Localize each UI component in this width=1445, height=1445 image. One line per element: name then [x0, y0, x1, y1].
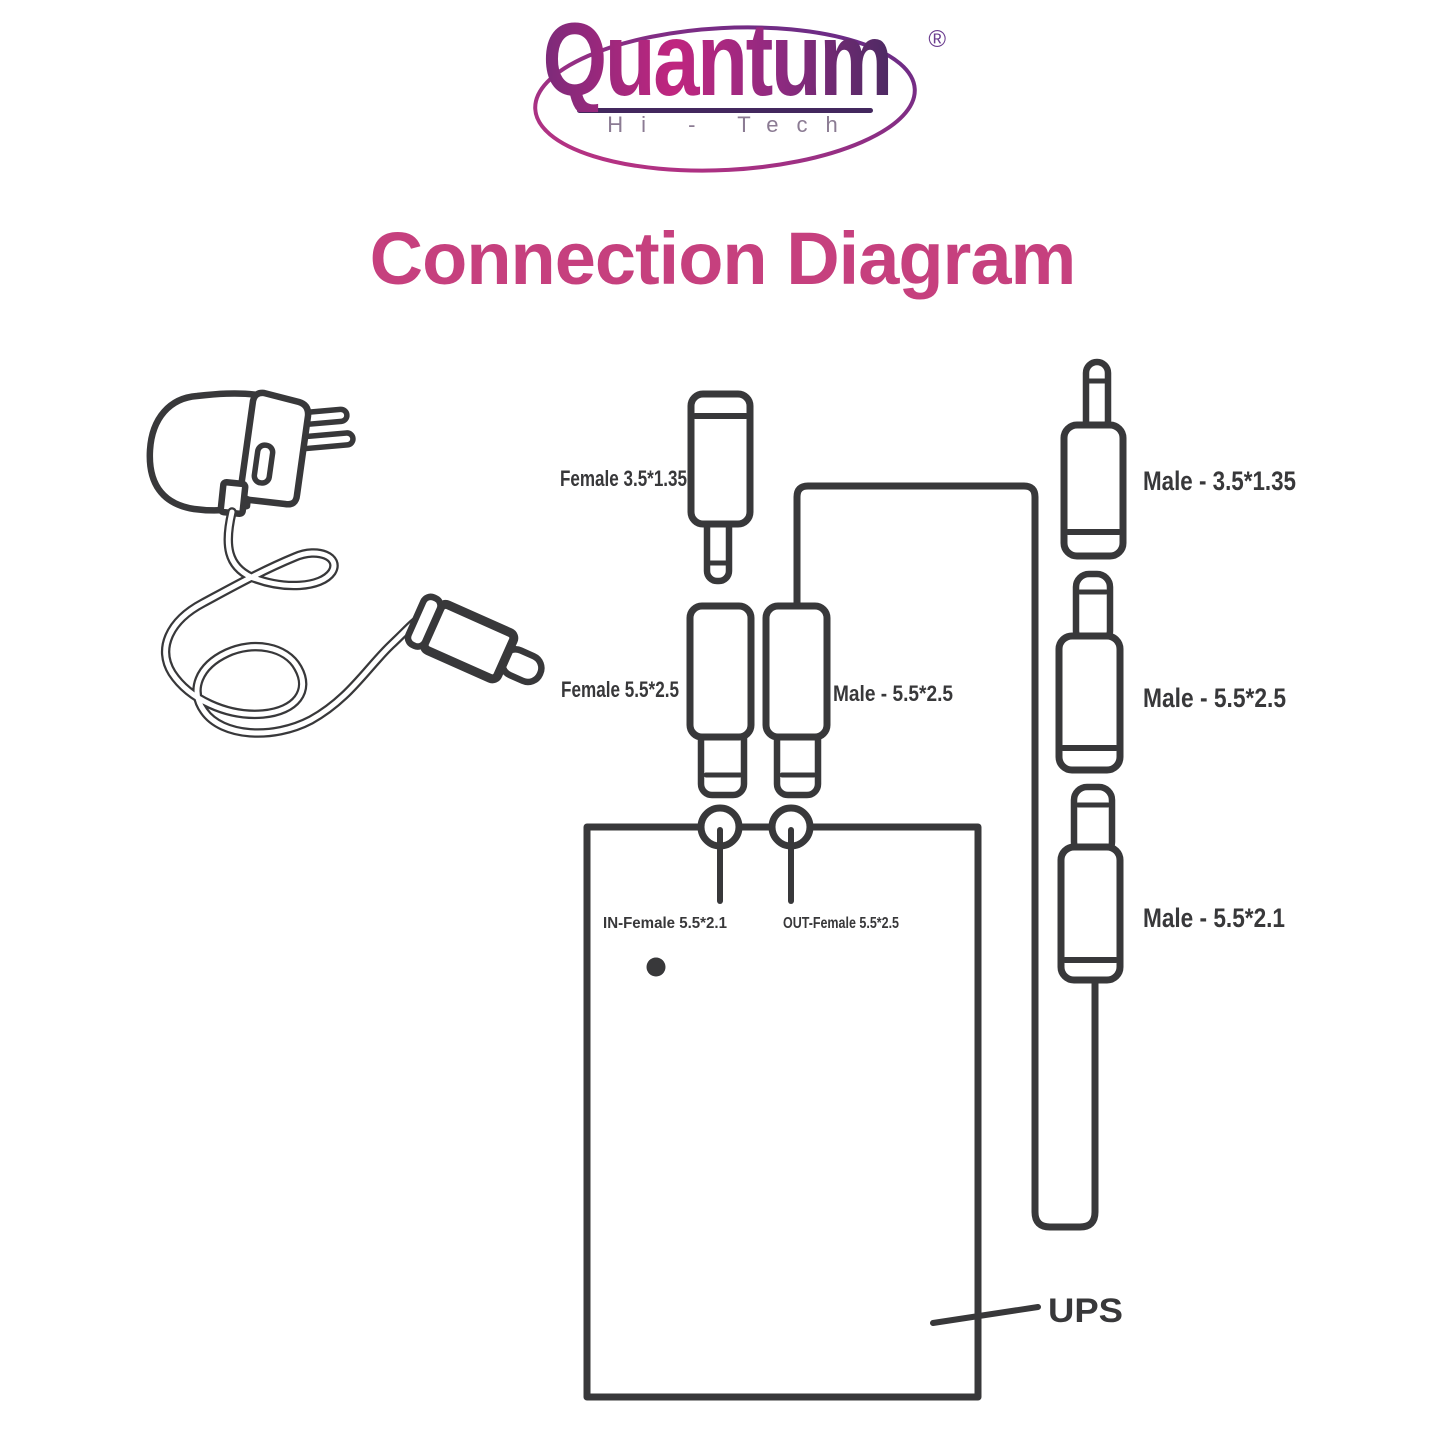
male-5.5-mid-body	[762, 602, 831, 741]
adapter-slot	[251, 442, 276, 486]
logo-ellipse-swoosh	[532, 25, 917, 173]
male-5.5x2.5-connector	[1055, 570, 1124, 774]
male-5.5x2.5-mid-connector	[762, 602, 831, 799]
label-female-5.5x2.5: Female 5.5*2.5	[561, 677, 679, 702]
ups-leader-line	[930, 1304, 1041, 1326]
ups-box	[583, 823, 982, 1401]
adapter-cord-inner	[163, 509, 427, 736]
male-5.5x2.1-connector	[1057, 783, 1124, 984]
label-male-5.5x2.1: Male - 5.5*2.1	[1143, 903, 1285, 933]
ups-led-indicator	[646, 957, 666, 977]
female-3.5x1.35-connector	[687, 390, 754, 585]
logo-swoosh-graphic	[532, 25, 917, 173]
label-male-5.5x2.5-mid: Male - 5.5*2.5	[833, 681, 953, 706]
label-out-port: OUT-Female 5.5*2.5	[783, 915, 899, 932]
output-cable-wire	[793, 482, 1099, 1231]
brand-wordmark: Quantum	[542, 2, 893, 118]
registered-trademark-icon: ®	[928, 26, 947, 53]
male-3.5-body	[1060, 421, 1127, 560]
label-male-3.5x1.35: Male - 3.5*1.35	[1143, 466, 1296, 496]
logo-underline	[576, 108, 873, 113]
dc-plug-collar	[404, 593, 444, 650]
power-adapter-illustration	[146, 389, 545, 738]
label-ups: UPS	[1048, 1292, 1123, 1330]
label-male-5.5x2.5: Male - 5.5*2.5	[1143, 683, 1286, 713]
female-5.5-body	[686, 602, 755, 741]
male-5.5-body	[1055, 632, 1124, 774]
label-female-3.5x1.35: Female 3.5*1.35	[560, 466, 687, 491]
female-5.5x2.5-connector	[686, 602, 755, 799]
label-in-port: IN-Female 5.5*2.1	[603, 915, 727, 932]
female-3.5-body	[687, 390, 754, 528]
brand-logo: Quantum® Hi - Tech	[463, 0, 983, 200]
brand-subtitle: Hi - Tech	[607, 112, 856, 137]
male-5.5x2.1-body	[1057, 843, 1124, 984]
male-3.5x1.35-connector	[1060, 358, 1127, 560]
page-title: Connection Diagram	[369, 217, 1077, 300]
adapter-dc-plug	[404, 593, 545, 686]
brand-row: Quantum®	[463, 8, 983, 112]
